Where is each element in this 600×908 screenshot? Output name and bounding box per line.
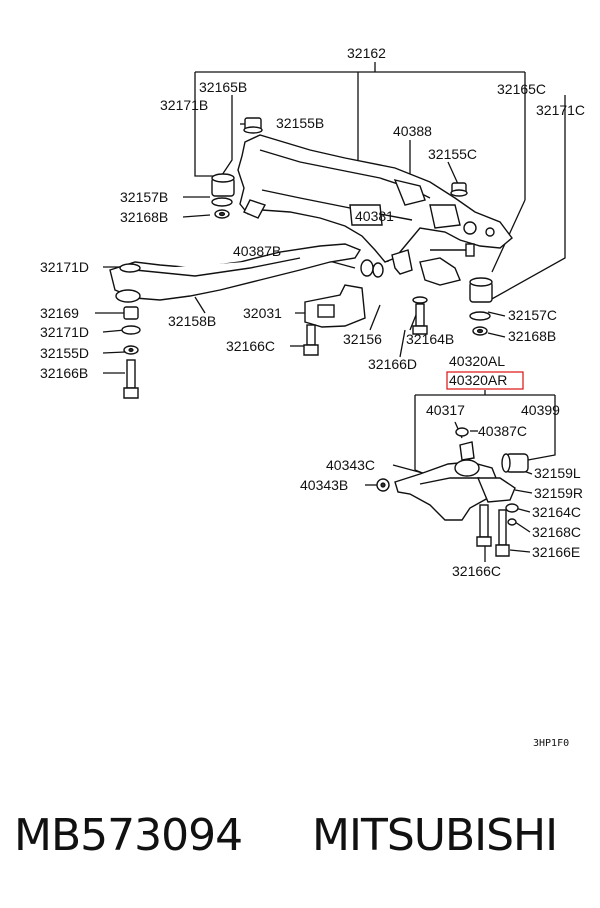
label-40387B: 40387B: [233, 243, 281, 259]
label-40381: 40381: [355, 208, 394, 224]
crossmember: [237, 134, 513, 286]
label-32168B-right: 32168B: [508, 328, 556, 344]
brand-name: MITSUBISHI: [312, 810, 558, 861]
label-32171C: 32171C: [536, 102, 585, 118]
highlight-box: [446, 371, 524, 390]
left-bolt-stack: [121, 306, 141, 399]
label-32171B: 32171B: [160, 97, 208, 113]
label-32171D-top: 32171D: [40, 259, 89, 275]
lower-arm: [376, 427, 529, 557]
label-40343B: 40343B: [300, 477, 348, 493]
label-40388: 40388: [393, 123, 432, 139]
callout-labels: 32162 32165B 32171B 32155B 40388 32165C …: [40, 45, 585, 749]
diagram-code: 3HP1F0: [533, 738, 569, 749]
part-number: MB573094: [14, 810, 243, 861]
mount-right: [450, 182, 493, 336]
label-40343C: 40343C: [326, 457, 375, 473]
label-32159L: 32159L: [534, 465, 581, 481]
label-32155B: 32155B: [276, 115, 324, 131]
label-32158B: 32158B: [168, 313, 216, 329]
label-32164B: 32164B: [406, 331, 454, 347]
label-32166C-bottom: 32166C: [452, 563, 501, 579]
label-32168C: 32168C: [532, 524, 581, 540]
label-32165C: 32165C: [497, 81, 546, 97]
label-32171D-bottom: 32171D: [40, 324, 89, 340]
label-32031: 32031: [243, 305, 282, 321]
label-32169: 32169: [40, 305, 79, 321]
label-40320AR: 40320AR: [449, 372, 507, 388]
label-32155C: 32155C: [428, 146, 477, 162]
label-32159R: 32159R: [534, 485, 583, 501]
label-32155D: 32155D: [40, 345, 89, 361]
label-32157B: 32157B: [120, 189, 168, 205]
label-32164C: 32164C: [532, 504, 581, 520]
label-32165B: 32165B: [199, 79, 247, 95]
middle-bolt: [412, 296, 428, 335]
label-40317: 40317: [426, 402, 465, 418]
footer: MB573094 MITSUBISHI: [0, 800, 600, 880]
label-32162: 32162: [347, 45, 386, 61]
label-32166E: 32166E: [532, 544, 580, 560]
label-32157C: 32157C: [508, 307, 557, 323]
label-40320AL: 40320AL: [449, 353, 505, 369]
label-32166C-left: 32166C: [226, 338, 275, 354]
label-40387C: 40387C: [478, 423, 527, 439]
label-32166D: 32166D: [368, 356, 417, 372]
label-32156: 32156: [343, 331, 382, 347]
mount-left: [211, 117, 263, 219]
label-32166B: 32166B: [40, 365, 88, 381]
label-40399: 40399: [521, 402, 560, 418]
label-32168B-left: 32168B: [120, 209, 168, 225]
side-member: [109, 243, 384, 303]
roll-stopper: [303, 284, 366, 356]
